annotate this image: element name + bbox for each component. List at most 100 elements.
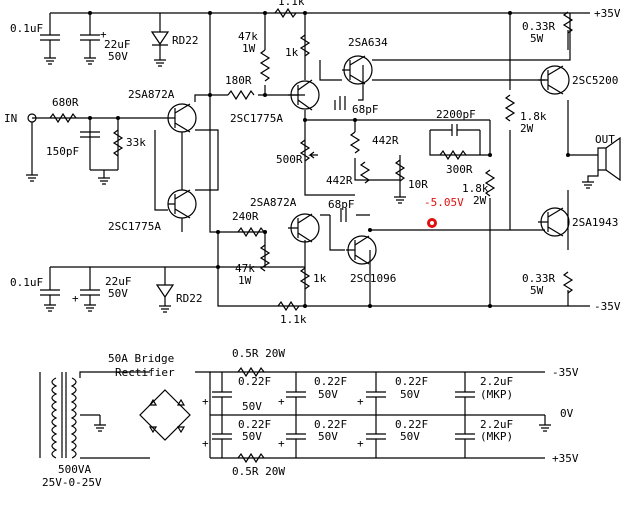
probe-value: -5.05V [424,196,464,209]
resistor-18k-top [504,94,516,122]
transformer-icon [39,371,150,459]
label-parts-r_18k_bot: 1.8k [462,182,489,195]
label-psu-plus: + [278,437,285,450]
junctions [88,11,570,308]
label-psu-c022: 0.22F [314,418,347,431]
zener-bottom [155,284,175,313]
ground-10r [394,190,406,204]
power-supply [39,366,551,464]
speaker-icon [582,136,621,189]
label-parts-r_033_bot_w: 5W [530,284,544,297]
label-parts-r_18k_top: 1.8k [520,110,547,123]
resistor-1k1-top [274,7,297,19]
resistor-33k [112,129,124,157]
transistor-2sa1943 [538,207,570,237]
label-in: IN [4,112,17,125]
transistor-2sa872a-bottom [288,213,320,243]
label-parts-r_300: 300R [446,163,473,176]
label-parts-d_bot: RD22 [176,292,203,305]
label-parts-c_bot_22u_v: 50V [108,287,128,300]
label-parts-c_top_left: 0.1uF [10,22,43,35]
transistor-2sa872a-top [165,103,197,133]
label-psu-c022: 0.22F [238,418,271,431]
label-psu-transformer: 500VA [58,463,91,476]
label-psu-plus: + [278,395,285,408]
resistor-18k-bottom [484,169,496,197]
label-pos-rail: +35V [594,7,621,20]
label-parts-c_bot_left: 0.1uF [10,276,43,289]
label-psu-plus: + [202,395,209,408]
label-parts-r_500: 500R [276,153,303,166]
label-parts-r_47k_bot_w: 1W [238,274,252,287]
label-parts-d_top: RD22 [172,34,199,47]
label-psu-r_bot: 0.5R 20W [232,465,285,478]
capacitor-top-01uf [40,34,60,65]
transistor-2sc5200 [538,65,570,95]
label-parts-c_top_22u: 22uF [104,38,131,51]
transistor-2sc1096 [346,235,377,265]
input-ground [26,122,38,182]
label-parts-c_2200p: 2200pF [436,108,476,121]
resistor-033-bottom [562,271,574,294]
resistor-47k-top [259,49,271,82]
resistor-10r [394,159,406,182]
label-parts-r_47k_top_w: 1W [242,42,256,55]
label-psu-c022_v: 50V [318,430,338,443]
resistor-1k1-bottom [277,300,300,312]
resistor-240r [237,226,265,238]
label-psu-c022: 0.22F [314,375,347,388]
resistor-1k-bottom [299,267,311,290]
label-parts-q_2sc1096: 2SC1096 [350,272,396,285]
label-psu-plus: + [357,437,364,450]
resistor-47k-bottom [259,244,271,272]
label-rails-neg: -35V [552,366,579,379]
capacitor-68pf-bottom [340,208,347,222]
bridge-rectifier-icon [139,389,191,441]
resistor-300r [439,149,467,161]
label-psu-r_top: 0.5R 20W [232,347,285,360]
resistor-psu-top [237,366,265,378]
label-psu-c022_v: 50V [242,430,262,443]
label-parts-c_in: 150pF [46,145,79,158]
label-neg-rail: -35V [594,300,621,313]
label-psu-c022: 0.22F [395,375,428,388]
label-parts-r_1k_top: 1k [285,46,299,59]
capacitor-68pf-top [339,96,346,110]
label-parts-r_18k_top_w: 2W [520,122,534,135]
label-parts-q_2sc5200: 2SC5200 [572,74,618,87]
psu-ground [539,415,551,432]
label-parts-c_top_22u_v: 50V [108,50,128,63]
transistor-2sa634 [342,55,373,85]
label-parts-r_442_top: 442R [372,134,399,147]
capacitor-bottom-22uf [80,289,100,312]
label-parts-q_2sa1943: 2SA1943 [572,216,618,229]
label-psu-bridge_l1: 50A Bridge [108,352,174,365]
label-parts-r_033_top_w: 5W [530,32,544,45]
label-rails-pos: +35V [552,452,579,465]
label-psu-c022_v: 50V [400,430,420,443]
components [26,7,621,313]
zener-top [150,31,170,67]
label-parts-r_1k_bot: 1k [313,272,327,285]
resistor-033-top [562,11,574,34]
label-parts-q_2sa634: 2SA634 [348,36,388,49]
label-psu-c22u: 2.2uF [480,418,513,431]
transistor-2sc1775a-left [167,189,197,219]
transistor-2sc1775a-top [288,79,320,111]
label-psu-c22u: 2.2uF [480,375,513,388]
capacitor-input-150pf [80,131,100,138]
label-psu-c022: 0.22F [395,418,428,431]
label-parts-r_47k_top: 47k [238,30,258,43]
label-psu-c022_v: 50V [318,388,338,401]
label-parts-q_2sa872_top: 2SA872A [128,88,175,101]
label-parts-r_240: 240R [232,210,259,223]
capacitor-2200pf [430,124,480,136]
capacitor-bottom-01uf [40,289,60,312]
resistor-442-bottom [359,161,371,184]
label-psu-c022_v: 50V [242,400,262,413]
label-psu-plus: + [72,292,79,305]
label-parts-q_2sc1775_top: 2SC1775A [230,112,283,125]
resistor-psu-bottom [237,452,265,464]
label-parts-c_68p_bot: 68pF [328,198,355,211]
